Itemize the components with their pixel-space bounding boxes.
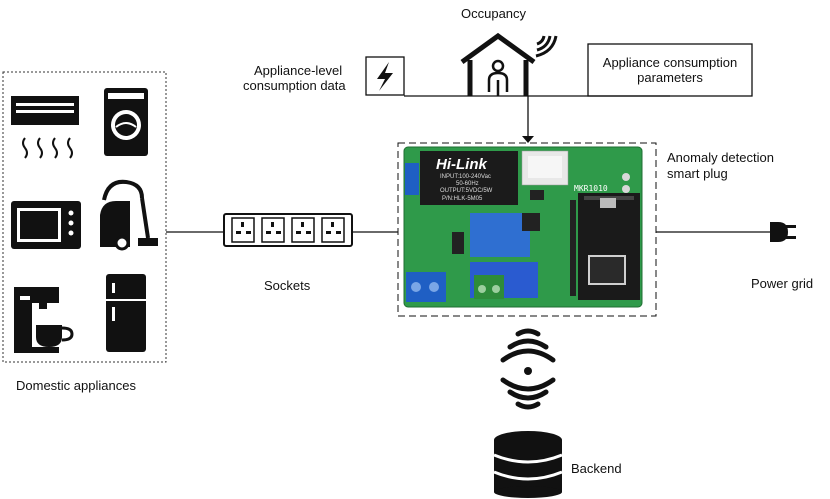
wifi-icon bbox=[500, 328, 556, 410]
database-icon bbox=[493, 431, 563, 498]
power-strip-icon bbox=[223, 213, 353, 247]
occupancy-signal-icon bbox=[535, 35, 558, 58]
hilink-module bbox=[420, 151, 518, 205]
appliances-group-box bbox=[2, 71, 167, 363]
backend-label: Backend bbox=[571, 461, 622, 476]
sockets-label: Sockets bbox=[264, 278, 311, 293]
microwave-icon bbox=[11, 201, 81, 249]
vacuum-cleaner-icon bbox=[100, 179, 158, 251]
consumption-params-label-line2: parameters bbox=[637, 70, 703, 85]
domestic-appliances-label: Domestic appliances bbox=[16, 378, 136, 393]
fridge-icon bbox=[106, 274, 146, 352]
plug-icon bbox=[770, 222, 796, 242]
terminal-block-top bbox=[405, 163, 419, 195]
wifi-center-dot bbox=[524, 367, 532, 375]
house-person-icon bbox=[460, 32, 536, 96]
anomaly-label-line1: Anomaly detection bbox=[667, 150, 774, 165]
air-conditioner-icon bbox=[11, 96, 79, 159]
lightning-icon bbox=[377, 62, 393, 91]
relay bbox=[470, 213, 530, 257]
arrow-to-plug bbox=[522, 136, 534, 143]
appliance-level-label-line1: Appliance-level bbox=[254, 63, 343, 78]
coffee-machine-icon bbox=[14, 287, 74, 353]
consumption-params-label-line1: Appliance consumption bbox=[602, 55, 738, 70]
hilink-logo: Hi-Link bbox=[436, 156, 487, 173]
hilink-spec-freq: 50-60Hz bbox=[456, 181, 479, 187]
occupancy-label: Occupancy bbox=[461, 6, 527, 21]
power-grid-label: Power grid bbox=[751, 276, 814, 291]
mkr-label: MKR1010 bbox=[574, 184, 608, 193]
smart-plug-box bbox=[397, 142, 657, 317]
smart-plug-pcb bbox=[403, 146, 643, 308]
top-connectors bbox=[404, 95, 670, 136]
hilink-spec-input: INPUT:100-240Vac bbox=[440, 174, 491, 180]
anomaly-label-line2: smart plug bbox=[667, 166, 728, 181]
hilink-spec-output: OUTPUT:5VDC/5W bbox=[440, 188, 493, 194]
washing-machine-icon bbox=[104, 88, 148, 156]
consumption-params-box bbox=[587, 43, 753, 97]
appliance-level-label-line2: consumption data bbox=[243, 78, 346, 93]
hilink-model: P/N:HLK-5M05 bbox=[442, 196, 483, 202]
